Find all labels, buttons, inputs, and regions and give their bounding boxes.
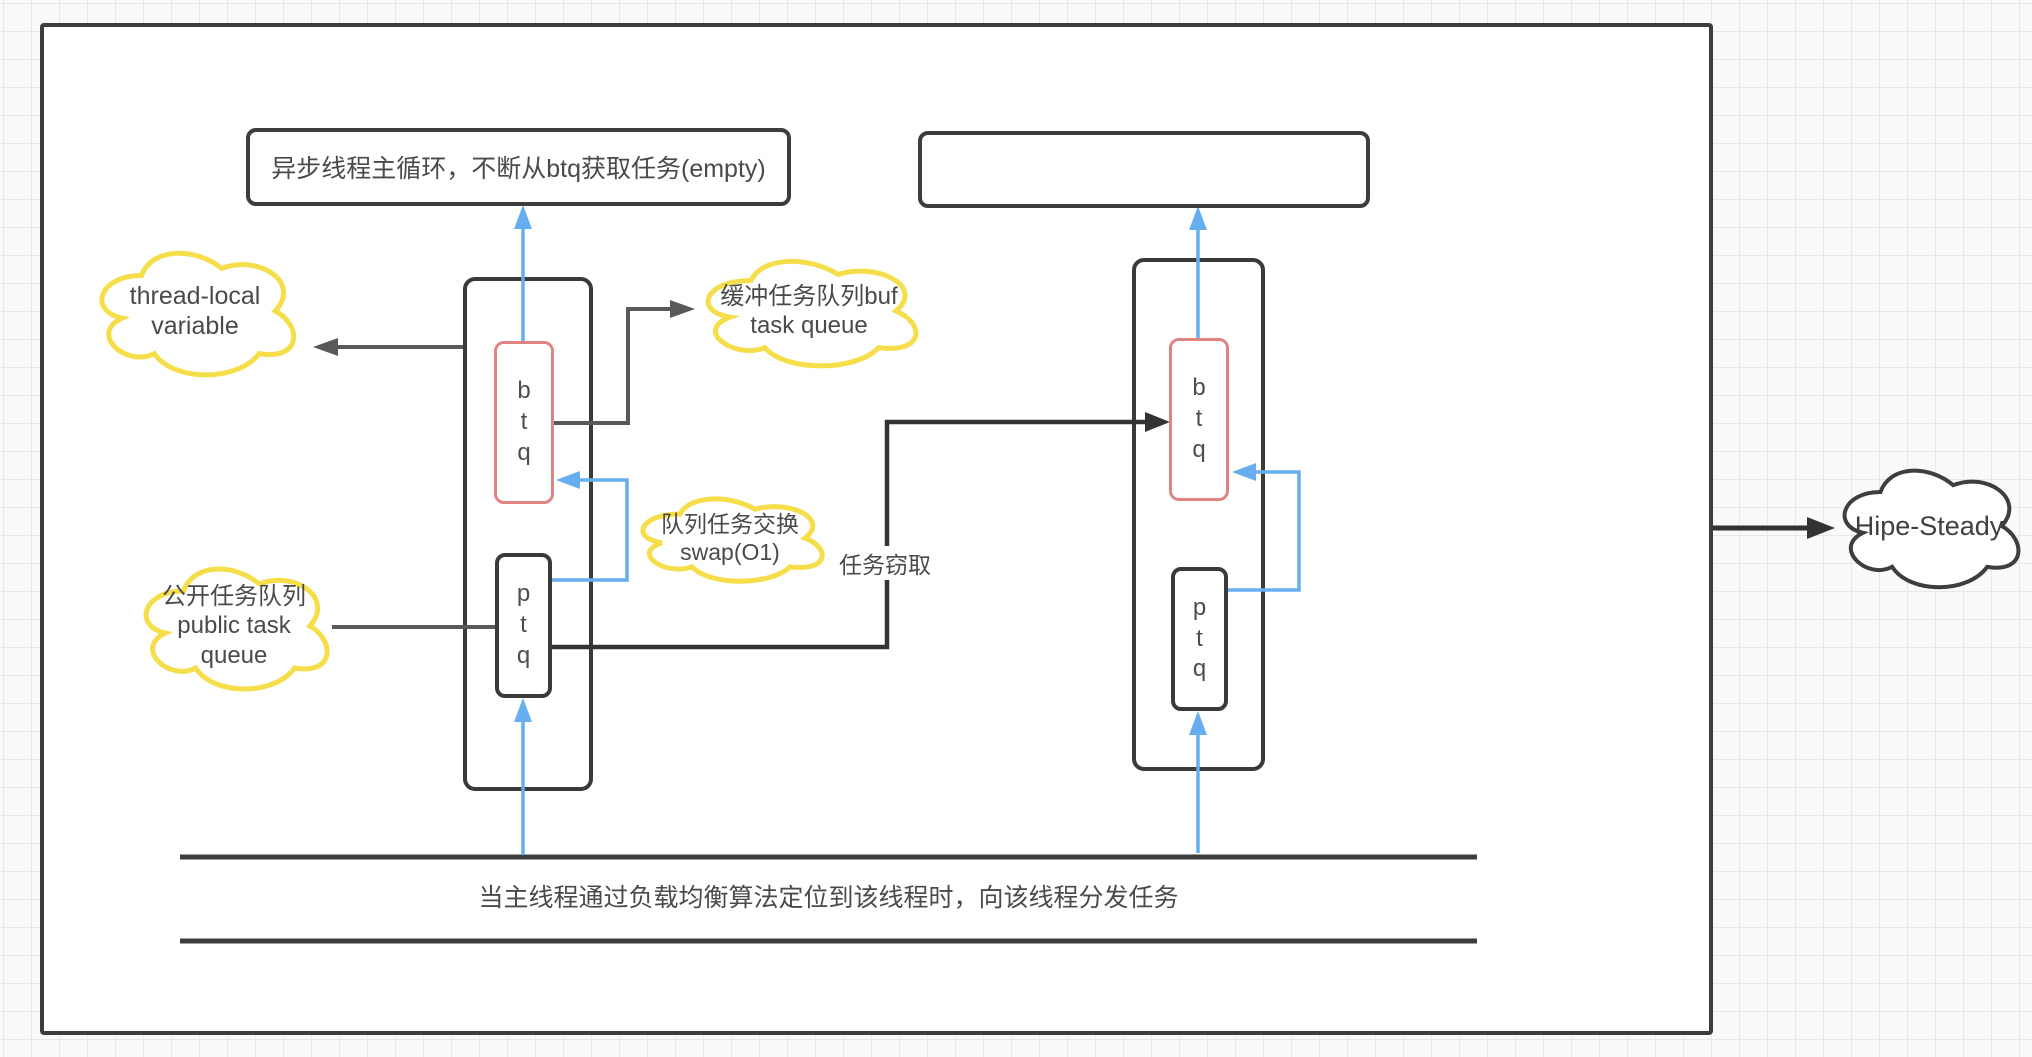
- async-loop-label: 异步线程主循环，不断从btq获取任务(empty): [271, 155, 766, 183]
- cloud-shape-icon: [133, 556, 335, 696]
- cloud-shape-icon: [630, 490, 830, 586]
- task-steal-label: 任务窃取: [836, 546, 934, 580]
- cloud-shape-icon: [1832, 458, 2026, 594]
- arrowhead-icon: [1807, 517, 1835, 539]
- btq-box-right: b t q: [1169, 338, 1229, 501]
- swap-cloud-label: 队列任务交换 swap(O1): [661, 510, 799, 565]
- public-queue-cloud: 公开任务队列 public task queue: [133, 556, 335, 696]
- thread-local-cloud: thread-local variable: [88, 240, 302, 382]
- empty-box: [918, 131, 1370, 208]
- ptq-box-left: p t q: [495, 553, 552, 698]
- public-queue-cloud-label: 公开任务队列 public task queue: [162, 583, 306, 669]
- btq-box-left: b t q: [494, 341, 554, 504]
- thread-local-cloud-label: thread-local variable: [129, 281, 261, 341]
- swap-cloud: 队列任务交换 swap(O1): [630, 490, 830, 586]
- ptq-box-right: p t q: [1171, 567, 1228, 711]
- hipe-steady-cloud: Hipe-Steady: [1832, 458, 2026, 594]
- async-loop-box: 异步线程主循环，不断从btq获取任务(empty): [246, 128, 791, 206]
- cloud-shape-icon: [693, 250, 925, 372]
- dispatch-caption: 当主线程通过负载均衡算法定位到该线程时，向该线程分发任务: [478, 884, 1179, 912]
- buffer-queue-cloud-label: 缓冲任务队列buf task queue: [720, 282, 898, 339]
- cloud-shape-icon: [88, 240, 302, 382]
- hipe-steady-cloud-label: Hipe-Steady: [1854, 510, 2004, 541]
- buffer-queue-cloud: 缓冲任务队列buf task queue: [693, 250, 925, 372]
